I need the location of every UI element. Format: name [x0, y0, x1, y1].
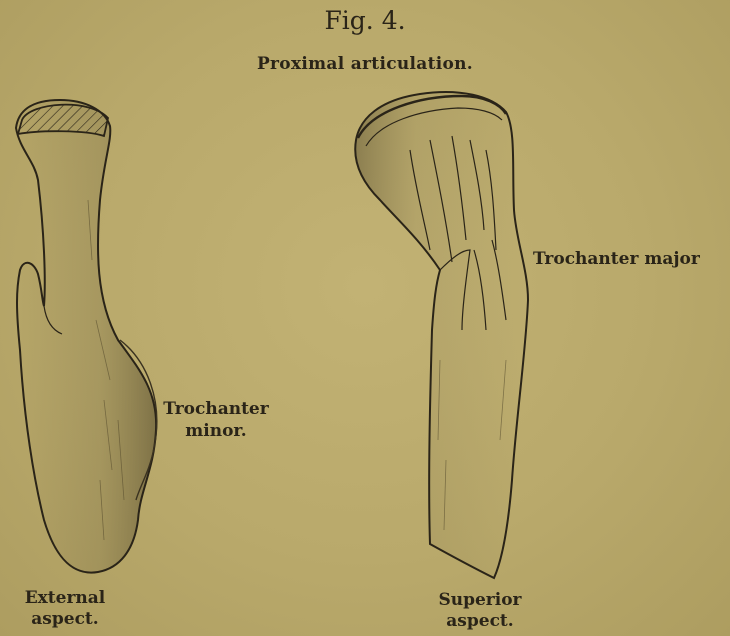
proximal-articulation-label: Proximal articulation. [0, 54, 730, 74]
femur-external-aspect [16, 100, 157, 573]
femur-superior-aspect [355, 92, 528, 578]
external-aspect-line1: External [0, 588, 130, 609]
trochanter-minor-line2: minor. [150, 420, 282, 442]
figure-title: Fig. 4. [0, 6, 730, 35]
external-bone-outline [16, 100, 156, 573]
external-aspect-line2: aspect. [0, 609, 130, 630]
trochanter-major-label: Trochanter major [533, 249, 700, 269]
superior-aspect-label: Superior aspect. [410, 590, 550, 632]
superior-aspect-line1: Superior [410, 590, 550, 611]
external-aspect-label: External aspect. [0, 588, 130, 630]
trochanter-minor-line1: Trochanter [150, 398, 282, 420]
trochanter-minor-label: Trochanter minor. [150, 398, 282, 442]
superior-bone-outline [355, 92, 528, 578]
superior-aspect-line2: aspect. [410, 611, 550, 632]
